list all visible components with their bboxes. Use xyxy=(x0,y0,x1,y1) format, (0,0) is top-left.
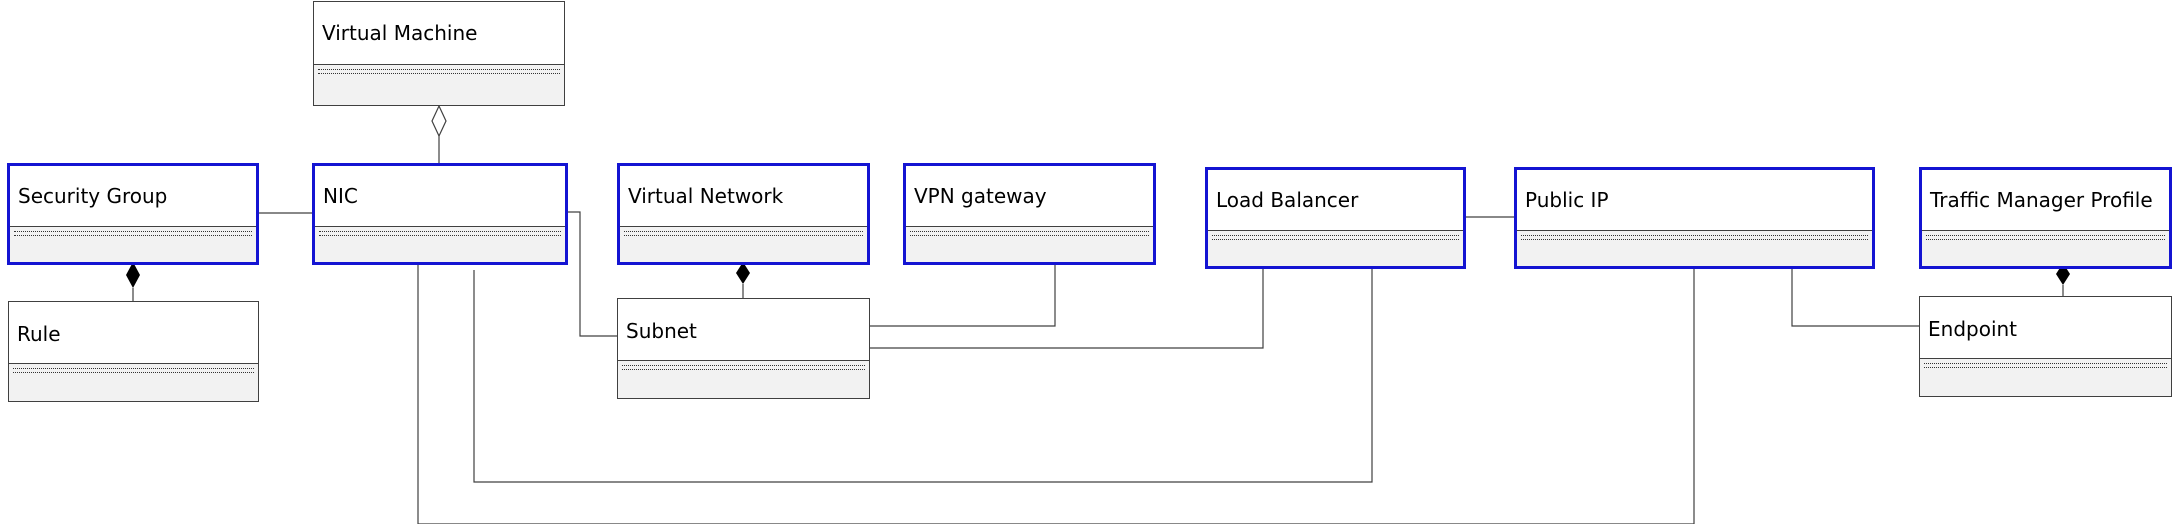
loadbalancer-subnet-line xyxy=(867,263,1264,349)
class-endpoint[interactable]: Endpoint xyxy=(1919,296,2172,397)
aggregation-diamond xyxy=(431,104,447,138)
class-name: Public IP xyxy=(1525,188,1609,212)
class-name: NIC xyxy=(323,184,358,208)
class-name: Rule xyxy=(17,322,61,346)
class-rule[interactable]: Rule xyxy=(8,301,259,402)
composition-diamond-security-group xyxy=(126,262,140,288)
class-name: VPN gateway xyxy=(914,184,1047,208)
class-name: Virtual Machine xyxy=(322,21,478,45)
class-security-group[interactable]: Security Group xyxy=(7,163,259,265)
class-vpn-gateway[interactable]: VPN gateway xyxy=(903,163,1156,265)
class-name: Load Balancer xyxy=(1216,188,1359,212)
class-name: Security Group xyxy=(18,184,168,208)
vpngateway-subnet-line xyxy=(867,263,1056,327)
class-subnet[interactable]: Subnet xyxy=(617,298,870,399)
nic-subnet-line xyxy=(565,211,618,337)
publicip-endpoint-line xyxy=(1791,263,1920,327)
class-name: Subnet xyxy=(626,319,697,343)
class-nic[interactable]: NIC xyxy=(312,163,568,265)
class-name: Virtual Network xyxy=(628,184,784,208)
nic-publicip-line xyxy=(417,258,1695,524)
class-name: Endpoint xyxy=(1928,317,2018,341)
nic-loadbalancer-line xyxy=(473,263,1373,483)
class-load-balancer[interactable]: Load Balancer xyxy=(1205,167,1466,269)
composition-diamond-virtual-network xyxy=(736,262,750,284)
class-public-ip[interactable]: Public IP xyxy=(1514,167,1875,269)
class-name: Traffic Manager Profile xyxy=(1930,188,2153,212)
class-virtual-network[interactable]: Virtual Network xyxy=(617,163,870,265)
class-virtual-machine[interactable]: Virtual Machine xyxy=(313,1,565,106)
class-traffic-manager-profile[interactable]: Traffic Manager Profile xyxy=(1919,167,2172,269)
